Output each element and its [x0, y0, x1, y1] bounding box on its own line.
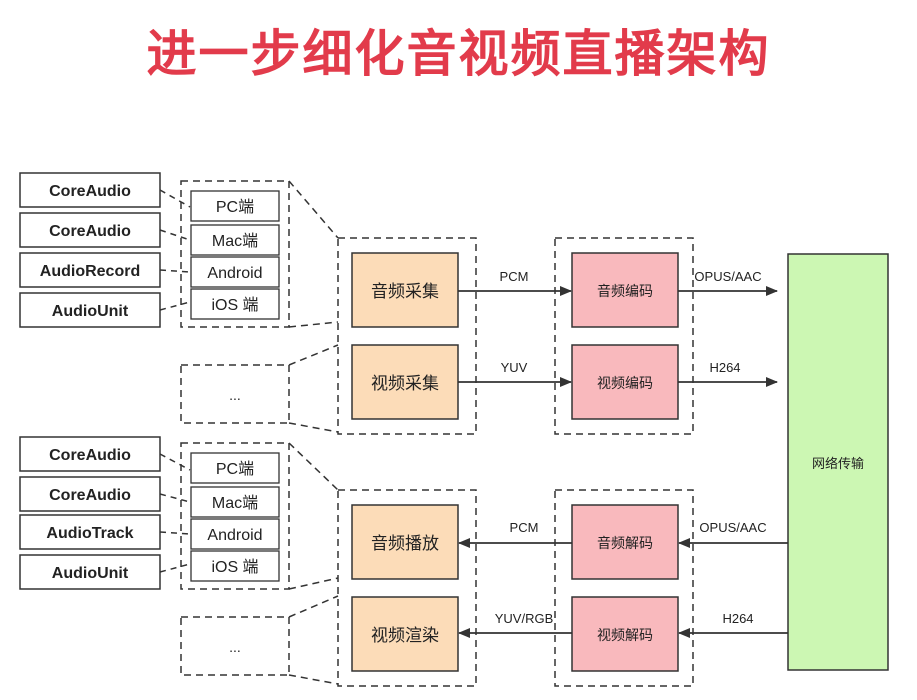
capture-platform-list: PC端 Mac端 Android iOS 端 — [190, 190, 280, 320]
capture-platform-group — [180, 180, 290, 328]
platform-label: iOS 端 — [211, 558, 258, 576]
audio-decode-label: 音频解码 — [597, 535, 653, 552]
api-label: AudioUnit — [52, 303, 129, 320]
opus-aac-label: OPUS/AAC — [694, 269, 761, 284]
platform-label: iOS 端 — [211, 296, 258, 314]
playback-platform-list: PC端 Mac端 Android iOS 端 — [190, 452, 280, 582]
video-capture-box — [351, 344, 459, 420]
capture-group — [337, 237, 477, 435]
yuv-label: YUV — [501, 360, 528, 375]
playback-platform-group — [180, 442, 290, 590]
api-box — [19, 476, 161, 512]
encode-group — [554, 237, 694, 435]
network-label: 网络传输 — [812, 456, 864, 472]
platform-label: Android — [207, 265, 262, 282]
audio-play-box — [351, 504, 459, 580]
playback-api-group: CoreAudio CoreAudio AudioTrack AudioUnit — [19, 436, 161, 590]
video-encode-label: 视频编码 — [597, 376, 653, 392]
platform-box — [190, 256, 280, 288]
api-label: CoreAudio — [49, 487, 131, 504]
platform-label: Android — [207, 527, 262, 544]
api-label: CoreAudio — [49, 447, 131, 464]
network-box — [787, 253, 889, 671]
group-connectors-bottom — [288, 442, 339, 685]
api-box — [19, 252, 161, 288]
audio-decode-box — [571, 504, 679, 580]
api-box — [19, 172, 161, 208]
api-box — [19, 436, 161, 472]
audio-capture-label: 音频采集 — [371, 282, 439, 302]
platform-label: Mac端 — [212, 494, 258, 512]
video-encode-box — [571, 344, 679, 420]
h264-label: H264 — [709, 360, 740, 375]
api-label: AudioUnit — [52, 565, 129, 582]
video-capture-label: 视频采集 — [371, 374, 439, 394]
video-render-platform-group — [180, 616, 290, 676]
video-render-box — [351, 596, 459, 672]
audio-encode-label: 音频编码 — [597, 283, 653, 300]
platform-box — [190, 288, 280, 320]
page-title: 进一步细化音视频直播架构 — [146, 25, 771, 83]
video-capture-platform-group — [180, 364, 290, 424]
api-label: AudioTrack — [46, 525, 133, 542]
opus-aac-label: OPUS/AAC — [699, 520, 766, 535]
platform-label: PC端 — [216, 460, 254, 478]
api-label: AudioRecord — [40, 263, 140, 280]
decode-group — [554, 489, 694, 687]
api-box — [19, 212, 161, 248]
video-decode-label: 视频解码 — [597, 628, 653, 644]
video-decode-box — [571, 596, 679, 672]
audio-encode-box — [571, 252, 679, 328]
capture-api-group: CoreAudio CoreAudio AudioRecord AudioUni… — [19, 172, 161, 328]
api-label: CoreAudio — [49, 223, 131, 240]
platform-box — [190, 518, 280, 550]
api-connectors-bottom — [159, 453, 191, 573]
api-connectors — [159, 189, 191, 311]
api-box — [19, 292, 161, 328]
encode-arrows — [458, 286, 778, 387]
audio-play-label: 音频播放 — [371, 534, 439, 554]
platform-label: Mac端 — [212, 232, 258, 250]
playback-group — [337, 489, 477, 687]
audio-capture-box — [351, 252, 459, 328]
pcm-label: PCM — [510, 520, 539, 535]
h264-label: H264 — [722, 611, 753, 626]
platform-box — [190, 190, 280, 222]
platform-label: PC端 — [216, 198, 254, 216]
pcm-label: PCM — [500, 269, 529, 284]
ellipsis-text: ... — [229, 387, 241, 403]
platform-box — [190, 224, 280, 256]
group-connectors — [288, 180, 339, 433]
platform-box — [190, 486, 280, 518]
video-render-label: 视频渲染 — [371, 626, 439, 646]
api-label: CoreAudio — [49, 183, 131, 200]
ellipsis-text: ... — [229, 639, 241, 655]
platform-box — [190, 452, 280, 484]
yuv-rgb-label: YUV/RGB — [495, 611, 554, 626]
decode-arrows — [458, 538, 788, 638]
platform-box — [190, 550, 280, 582]
